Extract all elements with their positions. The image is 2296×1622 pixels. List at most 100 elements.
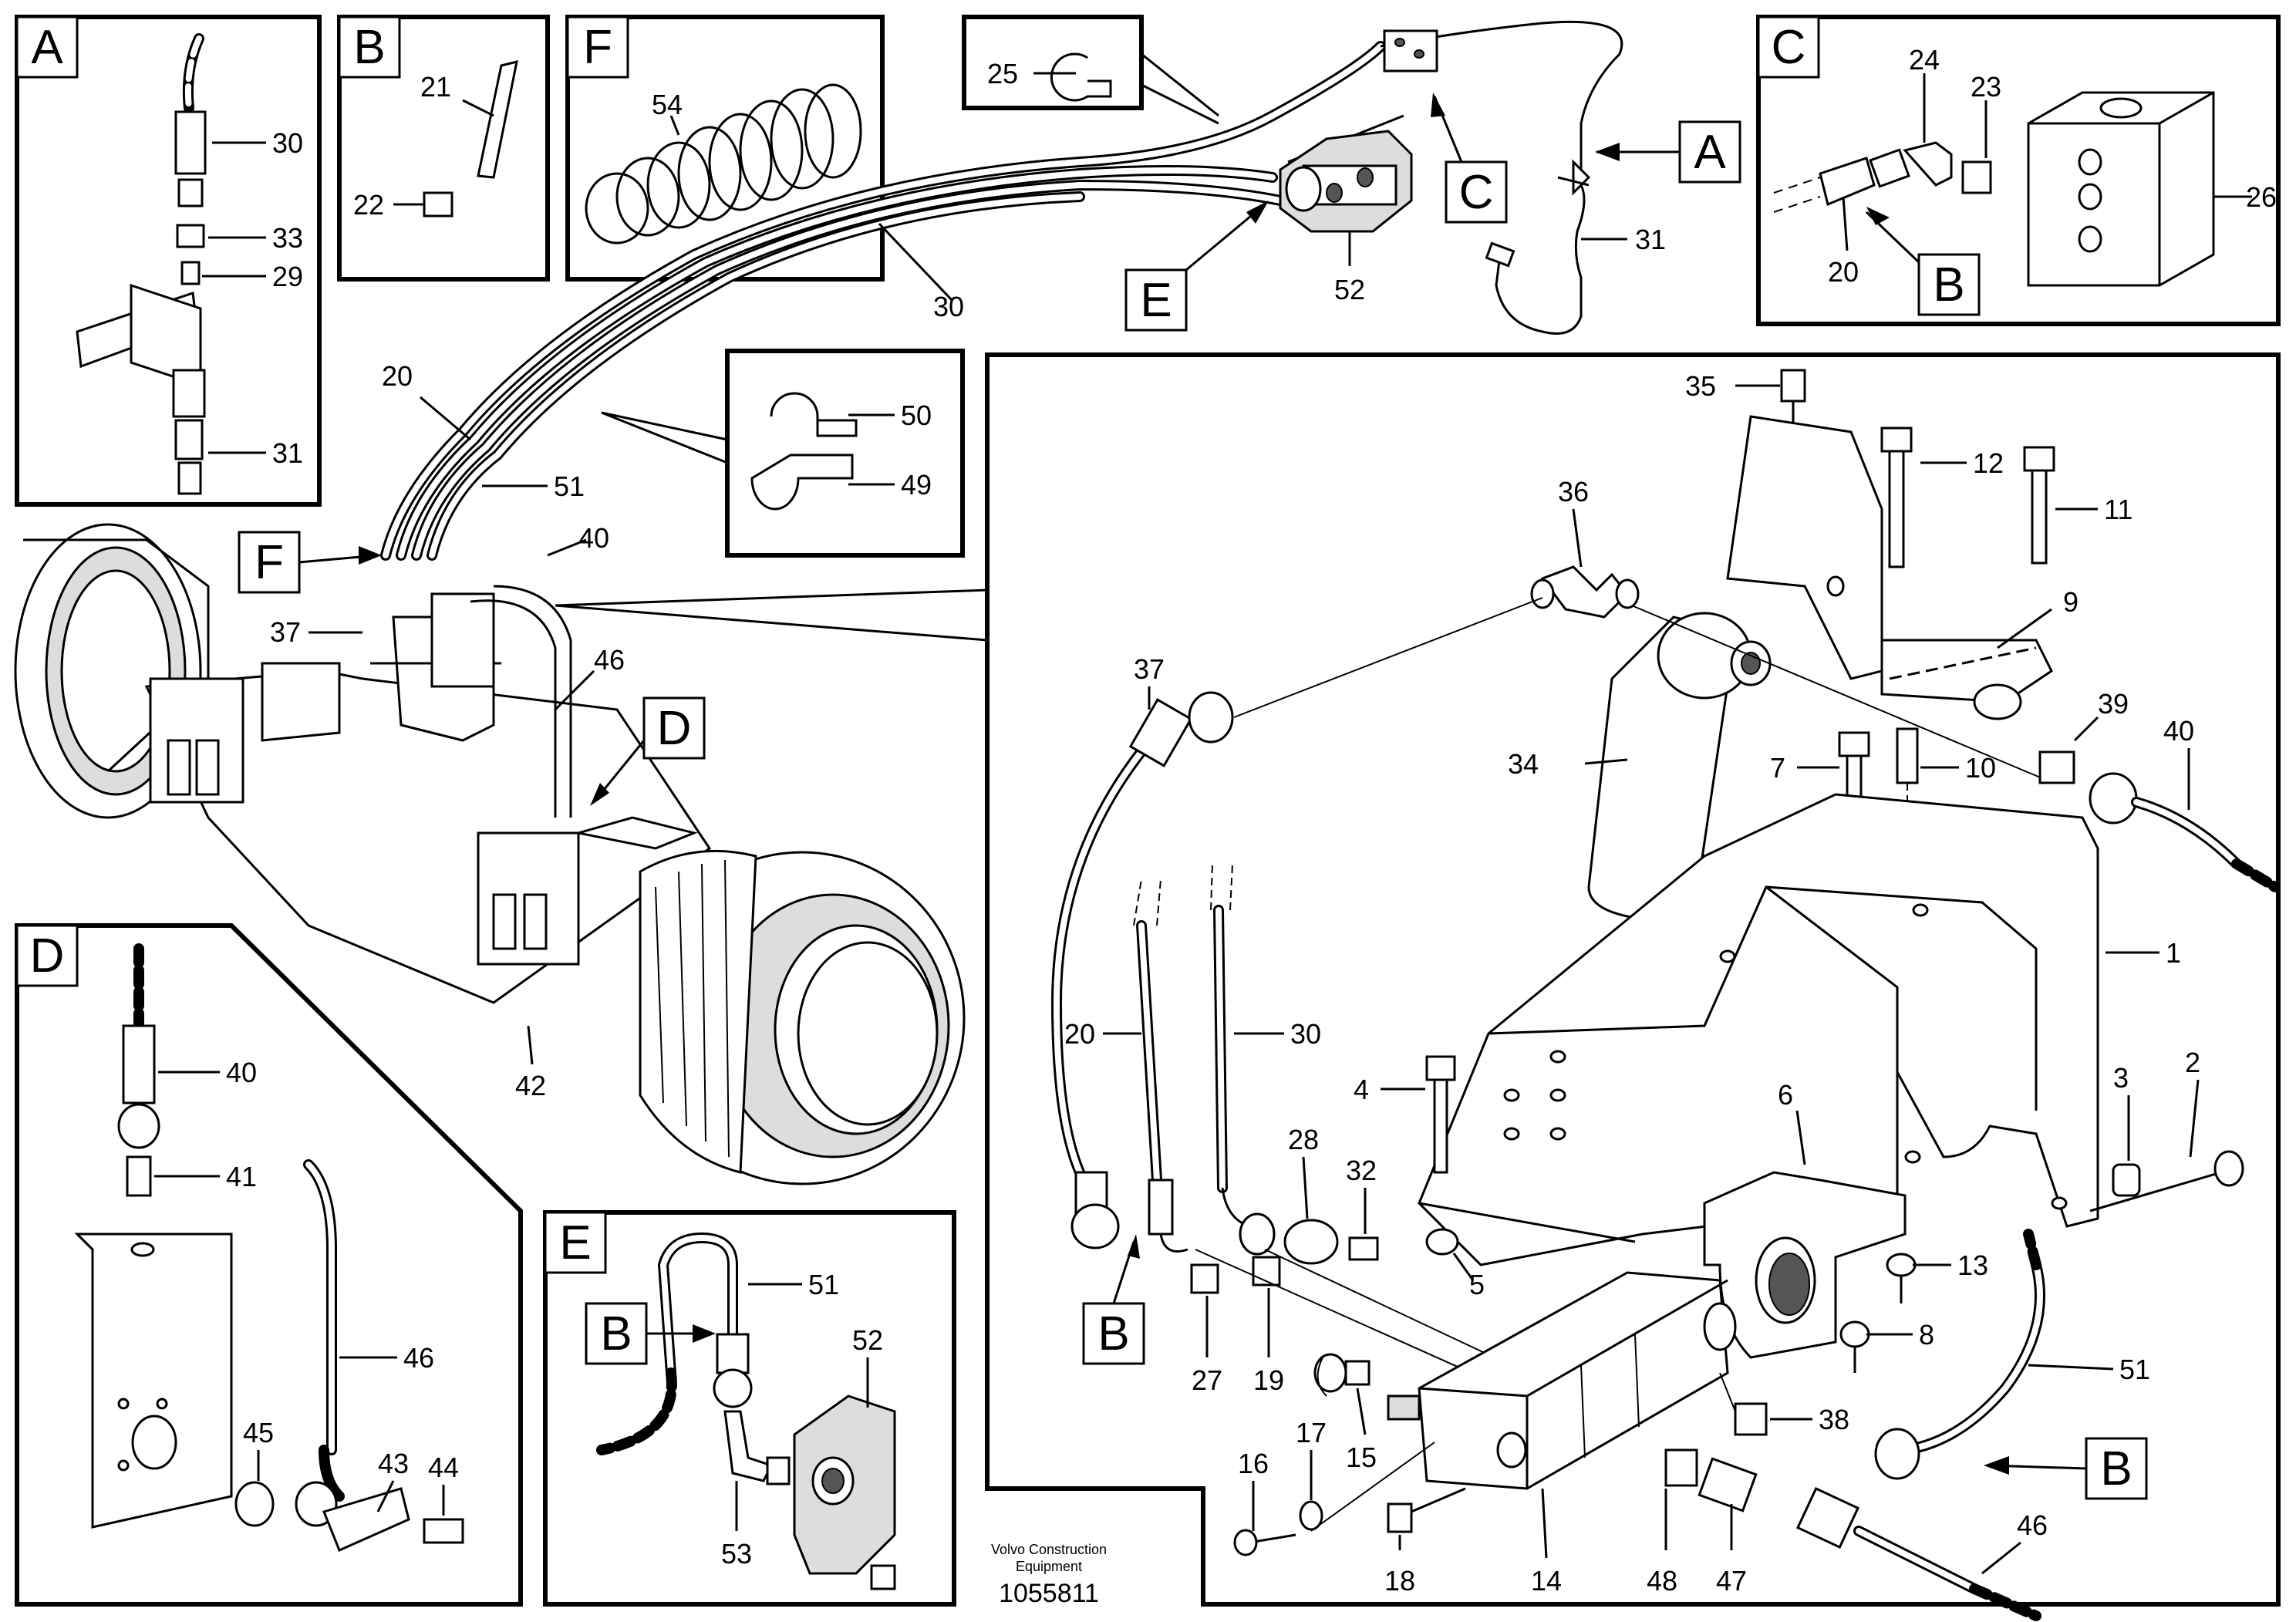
cap-15: 15 <box>1313 1353 1377 1473</box>
label-39: 39 <box>2098 688 2129 720</box>
label-53: 53 <box>721 1538 752 1570</box>
label-45: 45 <box>243 1417 274 1448</box>
label-48: 48 <box>1647 1565 1677 1597</box>
label-28: 28 <box>1288 1124 1319 1155</box>
label-47: 47 <box>1716 1565 1747 1597</box>
maker-line-2: Equipment <box>1016 1559 1082 1574</box>
label-10: 10 <box>1965 752 1996 784</box>
label-3: 3 <box>2113 1062 2129 1094</box>
hose-51-main: 51 <box>1874 1229 2150 1480</box>
detail-d: D 40 41 46 45 43 44 <box>15 923 523 1607</box>
label-41: 41 <box>226 1161 257 1192</box>
label-40-d: 40 <box>226 1057 257 1088</box>
fitting-32: 32 <box>1346 1155 1379 1261</box>
label-26: 26 <box>2246 181 2277 213</box>
label-36: 36 <box>1558 476 1589 508</box>
label-33: 33 <box>272 222 303 254</box>
spiral-guard <box>585 83 862 244</box>
label-35: 35 <box>1685 370 1716 402</box>
callout-e-ref: E <box>1124 201 1269 332</box>
fitting-18: 18 <box>1384 1487 1466 1597</box>
label-43: 43 <box>378 1448 409 1479</box>
bolt-35: 35 <box>1685 369 1806 424</box>
filter-34 <box>1587 612 1772 921</box>
bolt-16: 16 <box>1233 1442 1435 1556</box>
label-51-axle: 51 <box>554 470 585 502</box>
bolt-4: 4 5 <box>1354 1055 1485 1300</box>
label-46-d: 46 <box>403 1342 434 1374</box>
bracket-1: 1 <box>1418 793 2181 1266</box>
axle-assembly: 42 <box>14 523 966 1185</box>
label-54: 54 <box>652 89 683 120</box>
label-9: 9 <box>2063 586 2079 618</box>
label-23: 23 <box>1971 71 2001 103</box>
label-30-top: 30 <box>933 291 964 322</box>
label-15: 15 <box>1346 1442 1377 1473</box>
label-31: 31 <box>272 437 303 469</box>
label-40: 40 <box>2163 715 2194 747</box>
label-32: 32 <box>1346 1155 1377 1186</box>
detail-d-letter: D <box>30 929 65 983</box>
label-42: 42 <box>515 1070 546 1101</box>
callout-a-ref: A <box>1595 120 1741 184</box>
label-22: 22 <box>353 189 384 221</box>
label-6: 6 <box>1778 1079 1793 1111</box>
main-b-ref-1: B <box>1097 1307 1129 1361</box>
hose-46-main: 46 <box>1795 1486 2048 1621</box>
label-8: 8 <box>1919 1319 1934 1351</box>
callout-f-ref-letter: F <box>255 536 284 589</box>
detail-f: F 54 <box>565 15 885 282</box>
label-30: 30 <box>272 127 303 159</box>
label-20-main: 20 <box>1064 1018 1095 1050</box>
label-20-c: 20 <box>1828 256 1859 288</box>
label-46-axle: 46 <box>594 644 625 676</box>
detail-c: C 24 23 26 20 B <box>1756 15 2281 326</box>
label-2: 2 <box>2185 1047 2200 1078</box>
label-4: 4 <box>1354 1074 1369 1105</box>
footer-stamp: Volvo Construction Equipment 1055811 <box>991 1542 1107 1608</box>
label-18: 18 <box>1384 1565 1415 1597</box>
detail-f-letter: F <box>583 21 612 74</box>
label-27: 27 <box>1192 1364 1222 1396</box>
hose-37: 37 <box>1050 597 1543 1249</box>
hose-20-main: 20 <box>1064 878 1188 1253</box>
fitting-28: 28 <box>1283 1124 1339 1265</box>
washer-17: 17 <box>1296 1417 1327 1531</box>
callout-e-ref-letter: E <box>1140 274 1172 327</box>
label-49: 49 <box>901 469 932 501</box>
label-37: 37 <box>1134 653 1165 685</box>
label-29: 29 <box>272 261 303 292</box>
label-24: 24 <box>1909 44 1940 76</box>
bracket-6: 6 <box>1703 1079 1907 1359</box>
axle-labels: 20 51 40 37 46 F D <box>238 360 706 806</box>
label-25: 25 <box>987 58 1018 89</box>
label-52: 52 <box>1334 274 1365 305</box>
detail-b-letter: B <box>353 21 385 74</box>
main-b-ref-2: B <box>2100 1442 2132 1496</box>
fitting-27: 27 <box>1190 1263 1222 1396</box>
clip-25-callout: 25 <box>962 15 1219 125</box>
label-34: 34 <box>1508 748 1539 780</box>
clips-50-49-callout: 50 49 <box>601 349 965 558</box>
label-19: 19 <box>1253 1364 1284 1396</box>
detail-a-letter: A <box>31 21 63 74</box>
label-51-e: 51 <box>808 1269 839 1300</box>
washer-13-8: 13 8 <box>1839 1249 1988 1373</box>
detail-b: B 21 22 <box>337 15 550 282</box>
label-44: 44 <box>428 1452 459 1483</box>
label-16: 16 <box>1238 1448 1269 1479</box>
bracket-9 <box>1726 415 2053 720</box>
label-38: 38 <box>1819 1404 1849 1435</box>
detail-e-b-ref: B <box>600 1307 632 1361</box>
sensor-cable-31: 31 <box>1485 123 1666 335</box>
fitting-19: 19 <box>1252 1256 1284 1396</box>
callout-a-ref-letter: A <box>1694 126 1726 179</box>
detail-e-letter: E <box>559 1216 591 1270</box>
brake-hub <box>639 849 966 1185</box>
bolt-12: 12 <box>1880 427 2004 568</box>
fitting-48: 48 <box>1647 1448 1698 1597</box>
label-51-main: 51 <box>2119 1354 2150 1385</box>
label-1: 1 <box>2166 937 2181 969</box>
callout-d-ref-letter: D <box>657 702 692 755</box>
valve-block-26 <box>2027 91 2215 287</box>
